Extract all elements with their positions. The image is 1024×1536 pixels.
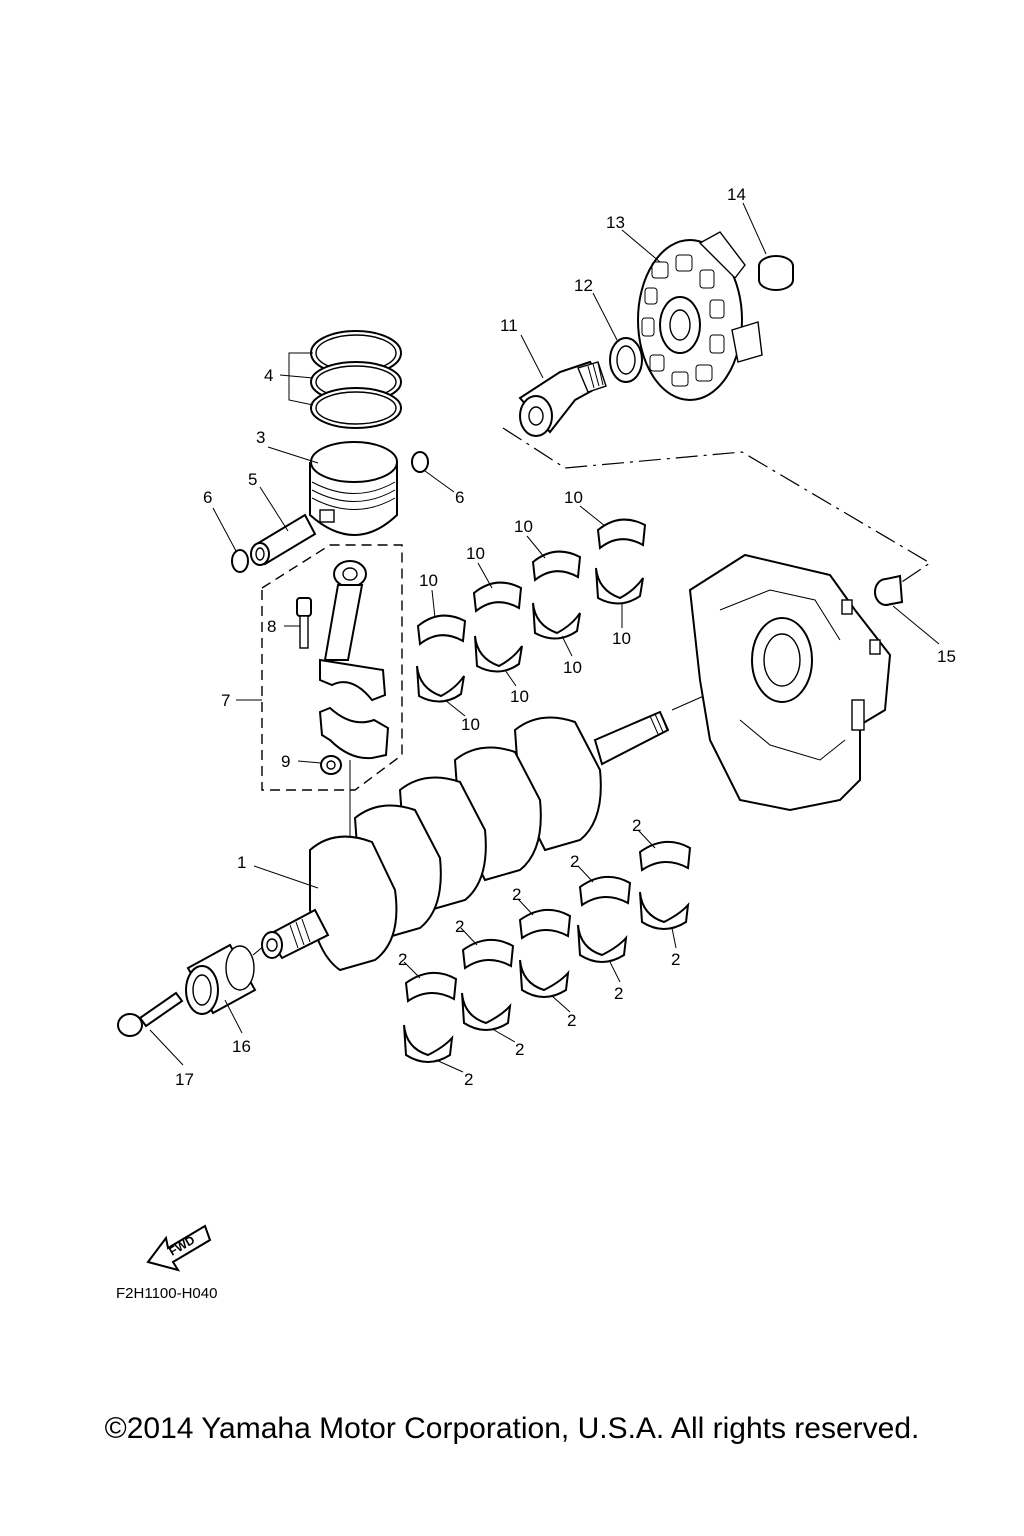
part-5-piston-pin <box>250 486 317 566</box>
part-14-plug <box>742 202 794 291</box>
callout-10-b: 10 <box>514 517 533 536</box>
part-6-circlip-right <box>411 451 455 493</box>
callout-10-h: 10 <box>461 715 480 734</box>
callout-17: 17 <box>175 1070 194 1089</box>
part-1-crankshaft <box>253 710 670 972</box>
callout-1: 1 <box>237 853 246 872</box>
part-3-piston <box>267 441 398 536</box>
callout-16: 16 <box>232 1037 251 1056</box>
part-15-plug <box>874 574 940 645</box>
part-10-conrod-bearings <box>416 505 647 717</box>
callout-10-d: 10 <box>419 571 438 590</box>
callout-labels: 14 13 12 11 4 3 5 6 6 10 10 10 10 10 10 … <box>175 185 956 1089</box>
callout-2-h: 2 <box>567 1011 576 1030</box>
callout-10-c: 10 <box>466 544 485 563</box>
callout-12: 12 <box>574 276 593 295</box>
crankcase-cover <box>688 553 892 812</box>
callout-10-e: 10 <box>612 629 631 648</box>
part-12-washer <box>592 292 643 383</box>
copyright-notice: ©2014 Yamaha Motor Corporation, U.S.A. A… <box>104 1412 920 1445</box>
callout-6-right: 6 <box>455 488 464 507</box>
callout-2-i: 2 <box>515 1040 524 1059</box>
part-9-nut <box>297 755 342 775</box>
callout-7: 7 <box>221 691 230 710</box>
part-17-bolt <box>117 991 184 1066</box>
callout-11: 11 <box>500 316 518 335</box>
part-11-shaft <box>518 334 607 437</box>
callout-5: 5 <box>248 470 257 489</box>
callout-2-j: 2 <box>464 1070 473 1089</box>
part-2-main-bearings <box>403 829 692 1073</box>
fwd-arrow-icon: FWD <box>146 1224 212 1272</box>
part-7-connecting-rod-assy <box>236 544 403 791</box>
part-8-rod-bolt <box>284 597 312 649</box>
part-6-circlip-left <box>212 507 249 573</box>
callout-2-e: 2 <box>398 950 407 969</box>
part-4-piston-rings <box>279 330 402 429</box>
callout-2-g: 2 <box>614 984 623 1003</box>
callout-3: 3 <box>256 428 265 447</box>
diagram-code: F2H1100-H040 <box>116 1285 217 1302</box>
callout-13: 13 <box>606 213 625 232</box>
callout-6-left: 6 <box>203 488 212 507</box>
callout-2-b: 2 <box>570 852 579 871</box>
callout-15: 15 <box>937 647 956 666</box>
callout-8: 8 <box>267 617 276 636</box>
callout-2-a: 2 <box>632 816 641 835</box>
callout-4: 4 <box>264 366 273 385</box>
part-16-rotor <box>185 943 257 1034</box>
part-13-coupling <box>621 229 763 401</box>
callout-10-f: 10 <box>563 658 582 677</box>
callout-10-a: 10 <box>564 488 583 507</box>
callout-9: 9 <box>281 752 290 771</box>
callout-14: 14 <box>727 185 746 204</box>
callout-10-g: 10 <box>510 687 529 706</box>
callout-2-d: 2 <box>455 917 464 936</box>
callout-2-f: 2 <box>671 950 680 969</box>
callout-2-c: 2 <box>512 885 521 904</box>
